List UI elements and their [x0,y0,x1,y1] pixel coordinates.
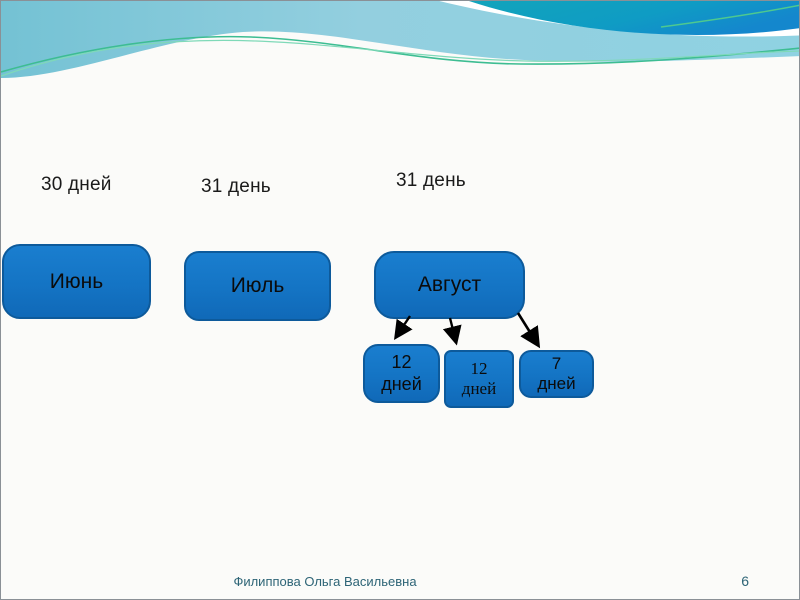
month-box-august: Август [374,251,525,319]
footer-author: Филиппова Ольга Васильевна [233,574,417,589]
month-box-july-label: Июль [230,274,285,297]
month-box-june: Июнь [2,244,151,319]
wave-teal-shape [469,1,799,35]
breakdown-box-3-line1: 7 [551,353,562,373]
breakdown-box-2-line2: дней [461,379,497,398]
month-box-august-label: Август [417,273,482,296]
wave-green-line-2 [1,39,799,77]
breakdown-box-1-line1: 12 [391,352,412,373]
arrow-august-part1 [394,315,413,340]
wave-green-line-3 [660,4,799,28]
breakdown-box-2-line1: 12 [470,358,488,378]
duration-label-august: 31 день [396,170,466,191]
arrow-august-part2 [442,317,462,346]
duration-label-july: 31 день [201,176,271,197]
breakdown-box-3: 7 дней [519,350,594,398]
arrow-august-part3 [516,312,541,349]
breakdown-box-2: 12 дней [444,350,514,408]
breakdown-box-1-line2: дней [381,373,422,394]
month-box-june-label: Июнь [49,269,104,293]
breakdown-box-1: 12 дней [363,344,440,403]
month-box-july: Июль [184,251,331,321]
breakdown-box-3-line2: дней [537,374,576,393]
duration-label-june: 30 дней [41,174,112,195]
header-wave-decoration [1,1,799,78]
footer-page-number: 6 [741,573,749,589]
wave-green-line-1 [1,35,799,73]
